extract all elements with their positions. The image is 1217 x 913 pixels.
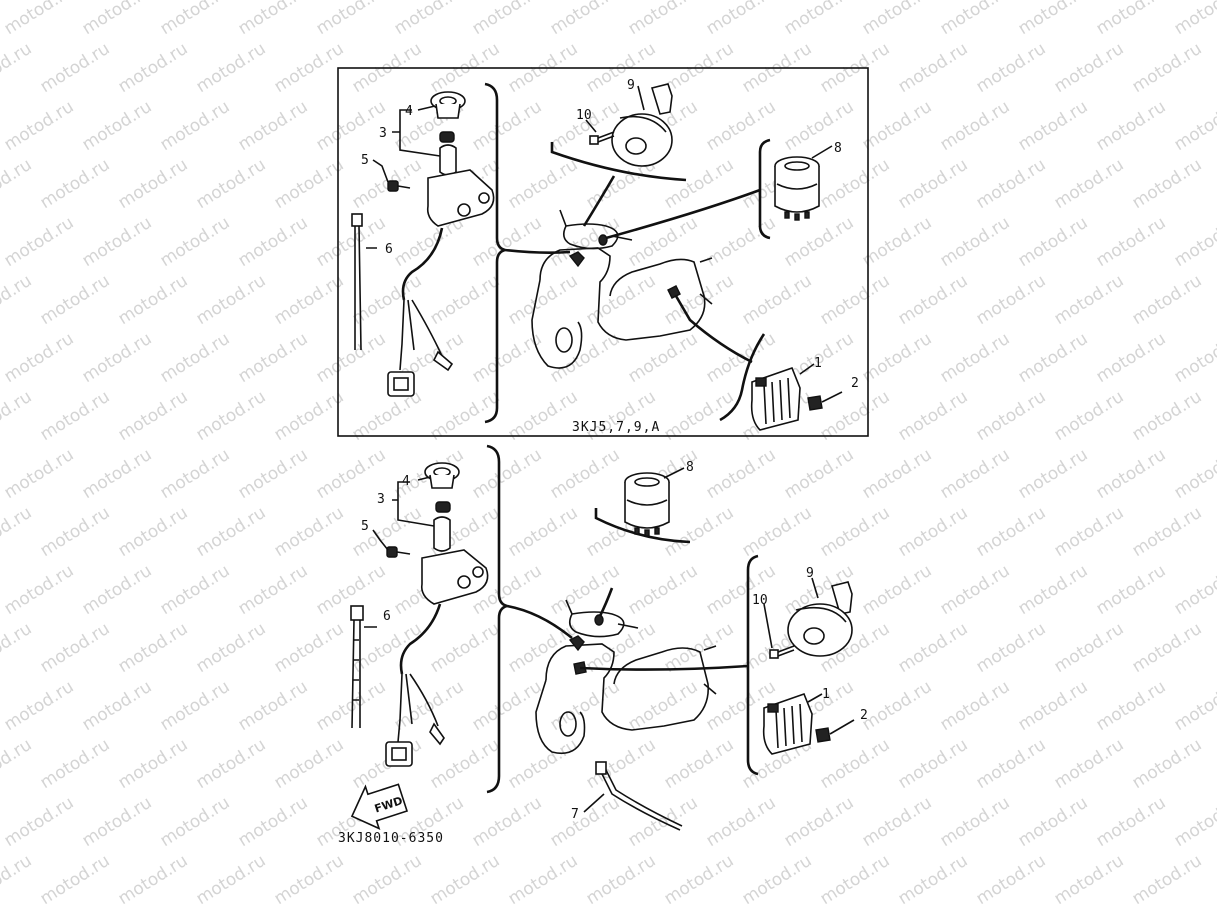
bottom-rectifier-1 bbox=[762, 692, 813, 755]
bottom-left-bracket bbox=[486, 444, 508, 794]
callout-3-bottom: 3 bbox=[377, 492, 385, 507]
callout-9-bottom: 9 bbox=[806, 566, 814, 581]
bottom-callouts: 4 3 5 6 8 9 10 1 2 7 bbox=[361, 460, 868, 822]
callout-2-top: 2 bbox=[851, 376, 859, 391]
top-horn-bracket bbox=[550, 142, 687, 182]
top-wires bbox=[504, 175, 761, 364]
bottom-horn-9 bbox=[787, 581, 853, 657]
callout-7-bottom: 7 bbox=[571, 807, 579, 822]
top-cable-tie-6 bbox=[351, 213, 363, 351]
bottom-right-bracket bbox=[746, 554, 759, 776]
callout-10-top: 10 bbox=[576, 108, 592, 123]
model-caption: 3KJ5,7,9,A bbox=[572, 420, 660, 435]
bottom-screw-2 bbox=[815, 719, 855, 743]
bottom-scooter-outline bbox=[535, 599, 717, 755]
callout-1-top: 1 bbox=[814, 356, 822, 371]
bottom-main-switch bbox=[385, 462, 489, 767]
top-screw-2 bbox=[807, 391, 843, 411]
callout-2-bottom: 2 bbox=[860, 708, 868, 723]
bottom-relay-8 bbox=[624, 472, 670, 537]
top-rectifier-bracket bbox=[719, 333, 766, 422]
callout-6-bottom: 6 bbox=[383, 609, 391, 624]
top-main-switch bbox=[387, 91, 495, 397]
callout-8-bottom: 8 bbox=[686, 460, 694, 475]
top-relay-8 bbox=[774, 156, 820, 221]
top-panel-frame bbox=[337, 67, 869, 437]
top-left-bracket bbox=[484, 82, 506, 424]
top-callouts: 4 3 5 6 10 9 8 1 2 3KJ5,7,9,A bbox=[361, 78, 859, 435]
fwd-arrow-icon: FWD bbox=[350, 783, 409, 830]
bottom-screw-5 bbox=[386, 546, 411, 558]
top-horn-9 bbox=[611, 83, 673, 167]
top-scooter-outline bbox=[531, 209, 713, 369]
callout-4-bottom: 4 bbox=[402, 474, 410, 489]
callout-3-top: 3 bbox=[379, 126, 387, 141]
part-code: 3KJ8010-6350 bbox=[338, 831, 444, 846]
callout-10-bottom: 10 bbox=[752, 593, 768, 608]
callout-4-top: 4 bbox=[405, 104, 413, 119]
callout-9-top: 9 bbox=[627, 78, 635, 93]
top-relay-bracket bbox=[758, 138, 771, 240]
bottom-cable-tie-6 bbox=[350, 605, 364, 729]
callout-8-top: 8 bbox=[834, 141, 842, 156]
bottom-wires bbox=[506, 587, 749, 671]
bottom-cable-tie-7 bbox=[595, 761, 683, 831]
top-bolt-10 bbox=[589, 131, 615, 145]
bottom-bolt-10 bbox=[769, 645, 795, 659]
callout-6-top: 6 bbox=[385, 242, 393, 257]
top-rectifier-1 bbox=[750, 366, 801, 431]
callout-5-bottom: 5 bbox=[361, 519, 369, 534]
callout-5-top: 5 bbox=[361, 153, 369, 168]
callout-1-bottom: 1 bbox=[822, 687, 830, 702]
top-screw-5 bbox=[387, 180, 411, 192]
